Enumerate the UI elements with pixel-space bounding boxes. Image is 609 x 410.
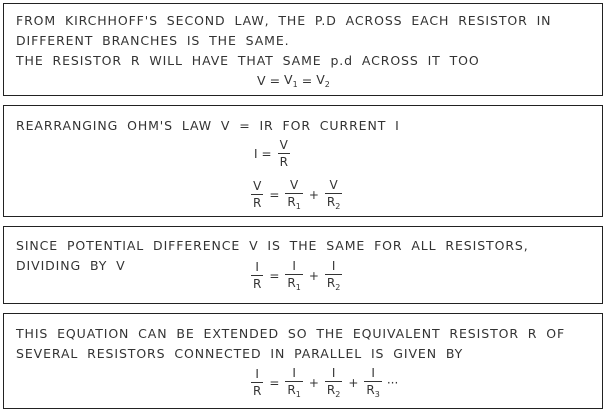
text-line: SINCE POTENTIAL DIFFERENCE V IS THE SAME… [16,238,529,253]
equation-voltage-equal: V = V1 = V2 [257,72,330,89]
section-kirchhoff: FROM KIRCHHOFF'S SECOND LAW, THE P.D ACR… [3,3,603,96]
text-line: THIS EQUATION CAN BE EXTENDED SO THE EQU… [16,326,566,341]
text-line: DIFFERENT BRANCHES IS THE SAME. [16,33,290,48]
text-line: FROM KIRCHHOFF'S SECOND LAW, THE P.D ACR… [16,13,552,28]
section-ohms-law: REARRANGING OHM'S LAW V = IR FOR CURRENT… [3,105,603,217]
section-parallel-general: THIS EQUATION CAN BE EXTENDED SO THE EQU… [3,313,603,409]
text-line: THE RESISTOR R WILL HAVE THAT SAME p.d A… [16,53,480,68]
ellipsis: ··· [386,375,399,390]
text-line: SEVERAL RESISTORS CONNECTED IN PARALLEL … [16,346,464,361]
section-divide-by-v: SINCE POTENTIAL DIFFERENCE V IS THE SAME… [3,226,603,304]
text-line: DIVIDING BY V [16,258,126,273]
text-line: REARRANGING OHM'S LAW V = IR FOR CURRENT… [16,118,400,133]
